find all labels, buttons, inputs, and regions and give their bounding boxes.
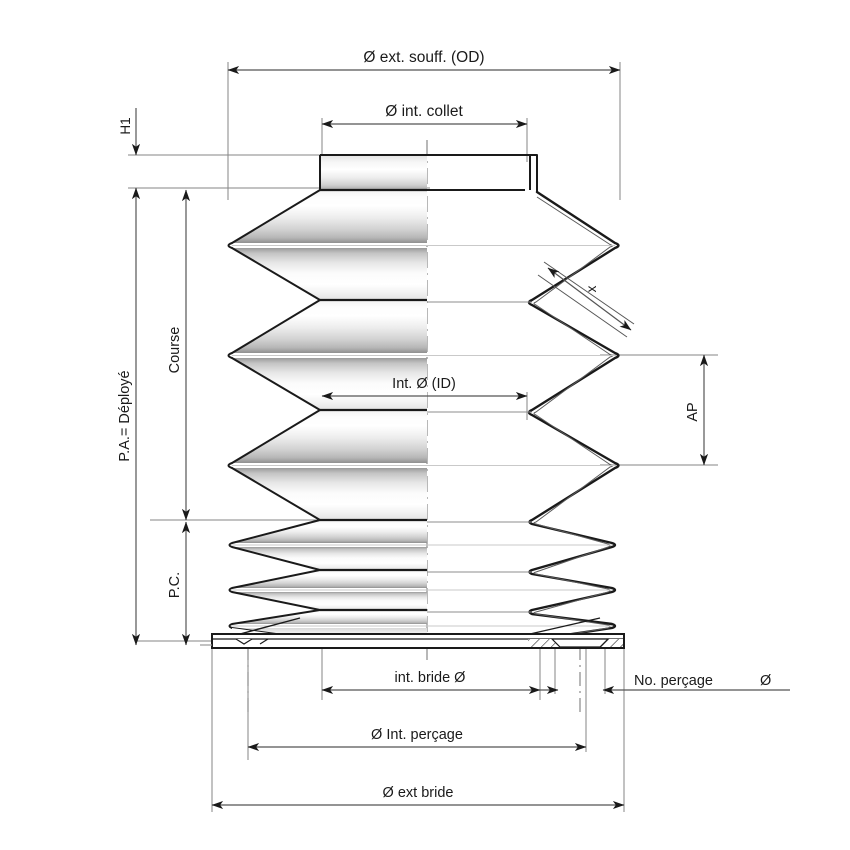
dimension-x-label: x xyxy=(584,285,599,292)
dimension-pc-label: P.C. xyxy=(167,572,183,598)
dimension-int-percage: Ø Int. perçage xyxy=(247,727,587,752)
dimension-ap: AP xyxy=(685,354,709,466)
crest-centerlines xyxy=(232,245,615,627)
bottom-flange xyxy=(200,617,625,649)
dimension-int-bride-label: int. bride Ø xyxy=(395,670,466,686)
dimension-ext-bride: Ø ext bride xyxy=(211,785,625,810)
dimension-id-label: Int. Ø (ID) xyxy=(392,376,456,392)
dimension-h1: H1 xyxy=(118,108,141,156)
top-collar-solid xyxy=(320,155,427,190)
dimension-x: x xyxy=(537,261,635,338)
dimension-id: Int. Ø (ID) xyxy=(321,376,528,401)
dimension-h1-label: H1 xyxy=(118,117,133,134)
dimension-pa: P.A.= Déployé xyxy=(117,187,141,646)
dimension-int-collet-label: Ø int. collet xyxy=(385,103,463,120)
dimension-int-collet: Ø int. collet xyxy=(321,103,528,129)
dimension-pc: P.C. xyxy=(167,521,191,646)
dimension-hole-dia-label: Ø xyxy=(760,673,771,689)
dimension-pa-label: P.A.= Déployé xyxy=(117,370,133,461)
dimension-od-label: Ø ext. souff. (OD) xyxy=(363,49,484,66)
dimension-int-percage-label: Ø Int. perçage xyxy=(371,727,463,743)
dimension-ap-label: AP xyxy=(685,402,701,421)
dimension-ext-bride-label: Ø ext bride xyxy=(383,785,454,801)
dimension-hole-dia: No. perçage Ø xyxy=(540,673,790,695)
dimension-no-percage-label: No. perçage xyxy=(634,673,713,689)
dimension-int-bride: int. bride Ø xyxy=(321,670,541,695)
dimension-course-label: Course xyxy=(167,327,183,374)
dimension-course: Course xyxy=(167,189,191,521)
bellows-solid-half xyxy=(227,154,427,641)
dimension-od: Ø ext. souff. (OD) xyxy=(227,49,621,75)
dimension-x-line xyxy=(547,267,632,331)
